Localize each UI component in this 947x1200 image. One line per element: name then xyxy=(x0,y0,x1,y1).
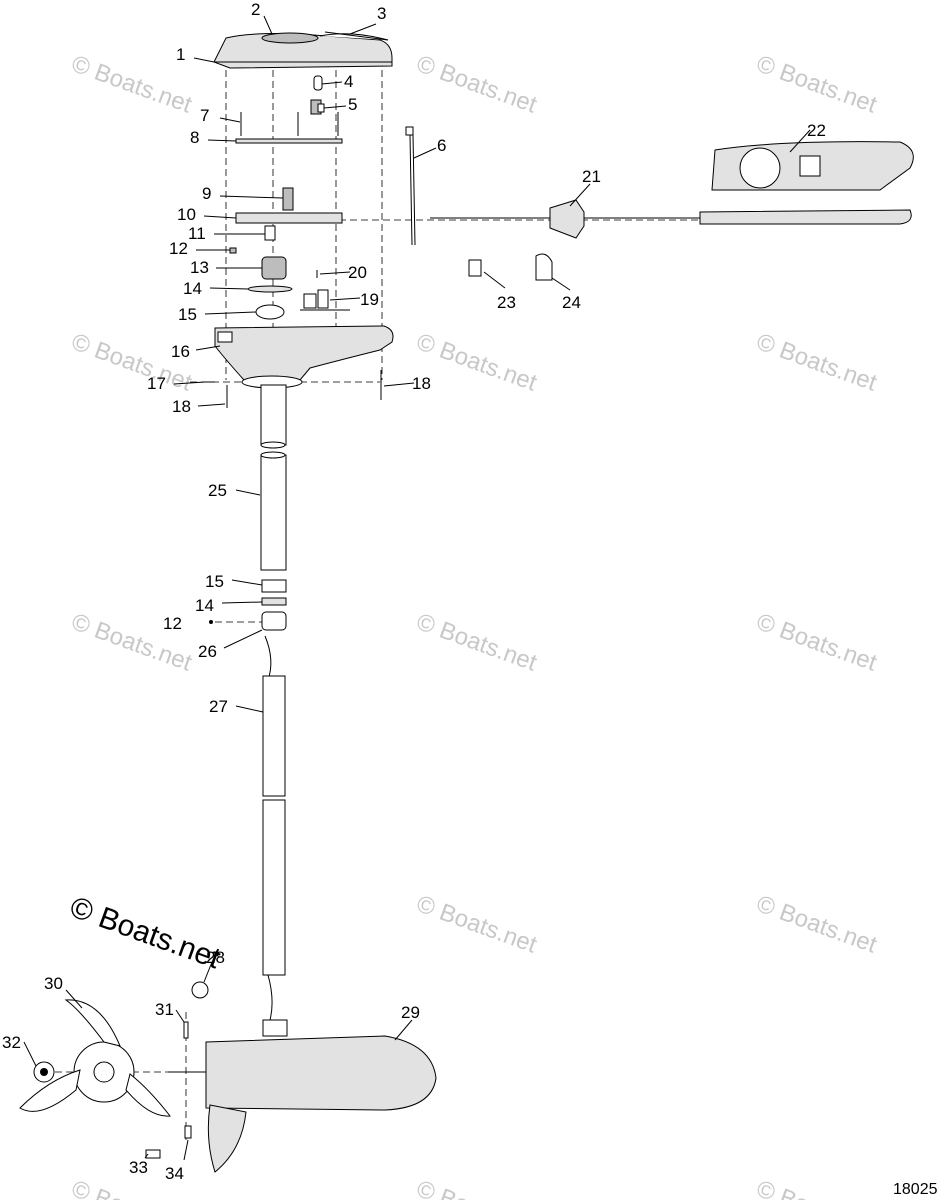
pedal-cable xyxy=(430,199,720,239)
watermark: © Boats.net xyxy=(413,1175,541,1200)
callout-10: 10 xyxy=(177,205,196,224)
watermark: © Boats.net xyxy=(753,608,881,676)
watermark: © Boats.net xyxy=(753,328,881,396)
callout-32: 32 xyxy=(2,1033,21,1052)
lower-unit xyxy=(168,1019,437,1173)
callout-17: 17 xyxy=(147,374,166,393)
callout-13: 13 xyxy=(190,258,209,277)
callout-9: 9 xyxy=(202,184,211,203)
head-housing xyxy=(205,325,394,408)
callout-4: 4 xyxy=(344,72,353,91)
watermark: © Boats.net xyxy=(413,890,541,958)
callout-18: 18 xyxy=(172,397,191,416)
callout-15: 15 xyxy=(178,305,197,324)
watermark: © Boats.net xyxy=(413,608,541,676)
callout-26: 26 xyxy=(198,642,217,661)
figure-number: 18025 xyxy=(893,1181,938,1198)
callout-5: 5 xyxy=(348,95,357,114)
head-cover xyxy=(213,31,393,69)
callout-28: 28 xyxy=(206,948,225,967)
callout-19: 19 xyxy=(360,290,379,309)
terminal-block xyxy=(300,270,350,311)
callout-33: 33 xyxy=(129,1158,148,1177)
callout-layer: 1 2 3 4 5 6 7 8 9 10 11 12 13 14 15 16 1… xyxy=(2,0,826,1183)
callout-24: 24 xyxy=(562,293,581,312)
callout-2: 2 xyxy=(251,0,260,19)
callout-29: 29 xyxy=(401,1003,420,1022)
callout-27: 27 xyxy=(209,697,228,716)
screws-and-plate xyxy=(235,112,343,144)
propeller xyxy=(19,999,171,1117)
callout-14: 14 xyxy=(183,279,202,298)
callout-31: 31 xyxy=(155,1000,174,1019)
upper-shaft xyxy=(260,384,287,571)
callout-7: 7 xyxy=(200,106,209,125)
callout-18b: 18 xyxy=(412,374,431,393)
prop-hardware xyxy=(33,981,209,1159)
callout-1: 1 xyxy=(176,45,185,64)
callout-12b: 12 xyxy=(163,614,182,633)
callout-34: 34 xyxy=(165,1164,184,1183)
watermark: © Boats.net xyxy=(413,328,541,396)
switch-parts xyxy=(310,75,325,115)
watermark-large: © Boats.net xyxy=(66,891,226,976)
watermark: © Boats.net xyxy=(753,1175,881,1200)
callout-12: 12 xyxy=(169,239,188,258)
callout-6: 6 xyxy=(437,136,446,155)
callout-30: 30 xyxy=(44,974,63,993)
callout-23: 23 xyxy=(497,293,516,312)
lower-collar xyxy=(209,579,287,631)
callout-11: 11 xyxy=(188,224,206,243)
watermark: © Boats.net xyxy=(753,50,881,118)
callout-25: 25 xyxy=(208,481,227,500)
callout-3: 3 xyxy=(377,4,386,23)
callout-20: 20 xyxy=(348,263,367,282)
watermark: © Boats.net xyxy=(68,328,196,396)
callout-16: 16 xyxy=(171,342,190,361)
watermark: © Boats.net xyxy=(413,50,541,118)
connectors xyxy=(468,253,553,281)
cable-tie xyxy=(405,126,416,246)
callout-21: 21 xyxy=(582,167,601,186)
lower-shaft xyxy=(262,635,286,1021)
foot-pedal xyxy=(699,141,914,225)
callout-15b: 15 xyxy=(205,572,224,591)
watermark: © Boats.net xyxy=(753,890,881,958)
callout-14b: 14 xyxy=(195,596,214,615)
callout-22: 22 xyxy=(807,121,826,140)
callout-8: 8 xyxy=(190,128,199,147)
assembly-lines xyxy=(55,70,720,1140)
leader-lines xyxy=(23,15,811,1161)
